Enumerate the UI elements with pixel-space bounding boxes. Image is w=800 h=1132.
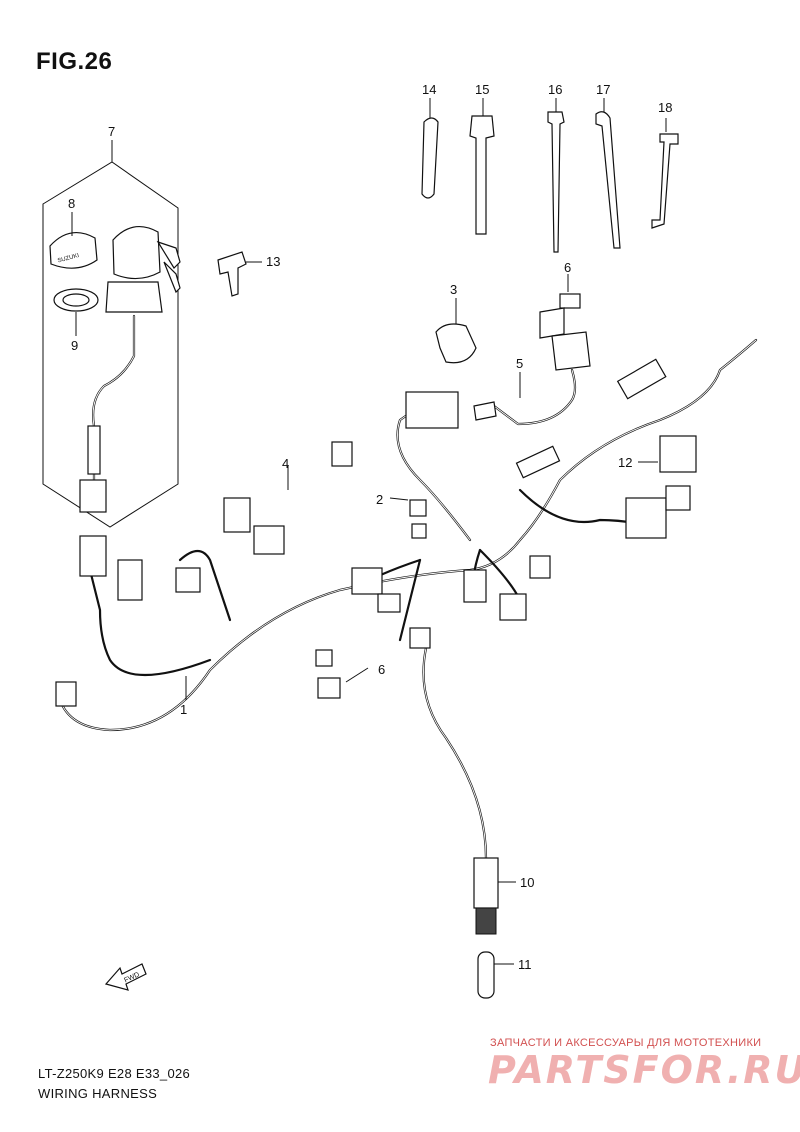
callout-11: 11: [518, 957, 532, 972]
clip-14: [421, 117, 439, 199]
harness-connector-top: [405, 391, 459, 429]
spare-key: [217, 251, 247, 297]
callout-1: 1: [180, 702, 187, 717]
ignition-switch-group: SUZUKI: [42, 140, 181, 528]
switch-key: [156, 240, 181, 269]
figure-title: FIG.26: [36, 48, 113, 75]
callout-10: 10: [520, 875, 534, 890]
pin-11: [477, 951, 495, 999]
callout-17: 17: [596, 82, 610, 97]
forward-arrow-icon: FWD: [104, 963, 147, 991]
sensor-10: [473, 857, 499, 909]
model-code: LT-Z250K9 E28 E33_026: [38, 1066, 191, 1081]
watermark-tagline: ЗАПЧАСТИ И АКСЕССУАРЫ ДЛЯ МОТОТЕХНИКИ: [490, 1037, 762, 1049]
callout-7: 7: [108, 124, 115, 139]
fuse-holder-5: [551, 331, 591, 371]
callout-6-lower: 6: [378, 662, 385, 677]
callout-13: 13: [266, 254, 280, 269]
callout-3: 3: [450, 282, 457, 297]
band-15: [469, 115, 495, 235]
watermark-logo: PARTSFOR.RU: [488, 1048, 800, 1092]
callout-12: 12: [618, 455, 632, 470]
callout-4: 4: [282, 456, 289, 471]
svg-text:SUZUKI: SUZUKI: [57, 253, 80, 265]
callout-14: 14: [422, 82, 436, 97]
callout-8: 8: [68, 196, 75, 211]
fuse-2: [409, 499, 427, 517]
callout-9: 9: [71, 338, 78, 353]
switch-connector: [79, 479, 107, 513]
callout-15: 15: [475, 82, 489, 97]
figure-name: WIRING HARNESS: [38, 1086, 158, 1101]
clamp-3: [435, 323, 477, 364]
ignition-switch-body: [112, 225, 161, 280]
callout-6-fuse: 6: [564, 260, 571, 275]
callout-2: 2: [376, 492, 383, 507]
fuse-6: [559, 293, 581, 309]
relay-12: [659, 435, 697, 473]
callout-16: 16: [548, 82, 562, 97]
switch-cap: [49, 231, 98, 269]
tie-17: [595, 111, 621, 249]
cable-ties: [421, 98, 679, 253]
sub-assembly-outline: [42, 161, 179, 528]
clamp-18: [651, 133, 679, 229]
callout-5: 5: [516, 356, 523, 371]
callout-18: 18: [658, 100, 672, 115]
tie-16: [547, 111, 565, 253]
main-harness: [55, 338, 758, 999]
